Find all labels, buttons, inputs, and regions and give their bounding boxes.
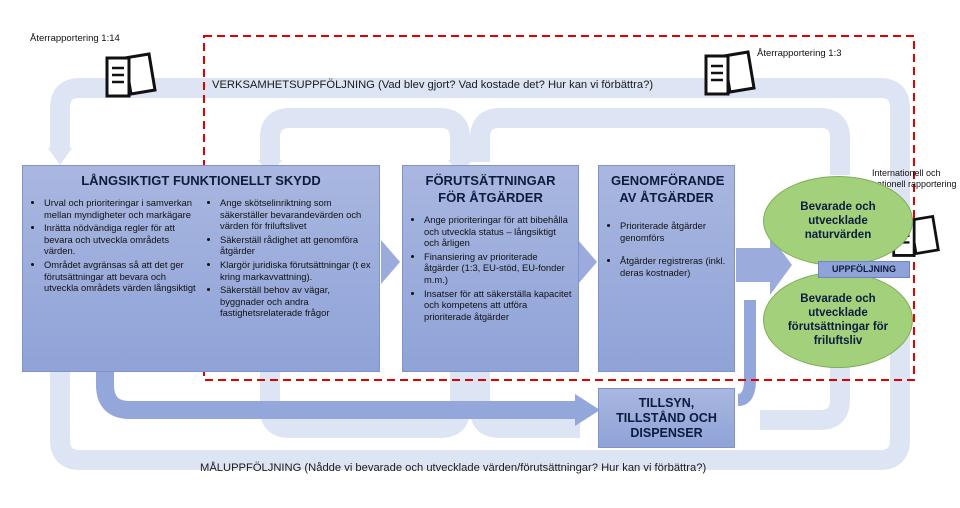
long-term-list-2: Ange skötselinriktning som säkerställer … [205,197,373,321]
loop-top-label: VERKSAMHETSUPPFÖLJNING (Vad blev gjort? … [212,79,654,91]
list-item: Ange prioriteringar för att bibehålla oc… [424,214,572,249]
long-term-list-1: Urval och prioriteringar i samverkan mel… [29,197,197,321]
long-term-protection-title: LÅNGSIKTIGT FUNKTIONELLT SKYDD [81,173,321,188]
list-item: Säkerställ behov av vägar, byggnader och… [220,284,373,319]
list-item: Finansiering av prioriterade åtgärder (1… [424,251,572,286]
arrow-to-outcomes [736,235,792,295]
list-item: Urval och prioriteringar i samverkan mel… [44,197,197,220]
arrow-box1-box2 [381,240,400,284]
conditions-box: FÖRUTSÄTTNINGAR FÖR ÅTGÄRDER Ange priori… [402,165,579,372]
oval-nature-values: Bevarade och utvecklade naturvärden [763,176,913,266]
loop-top-outer [50,78,910,240]
list-item: Ange skötselinriktning som säkerställer … [220,197,373,232]
arrow-box2-box3 [578,240,597,284]
flow-to-supervision [96,372,578,419]
list-item: Säkerställ rådighet att genomföra åtgärd… [220,234,373,257]
national-reporting-label: Internationell och nationell rapporterin… [872,168,957,189]
flow-to-supervision-head [575,394,600,426]
list-item: Prioriterade åtgärder genomförs [620,220,728,243]
loop-arrowhead-1 [48,148,72,165]
loop-bottom-outer [50,330,910,470]
list-item: Åtgärder registreras (inkl. deras kostna… [620,255,728,278]
loop-bottom-inner-far [760,340,850,430]
followup-badge: UPPFÖLJNING [818,261,910,278]
feedback-label-left: Återrapportering 1:14 [30,33,120,44]
implementation-list: Prioriterade åtgärder genomförs Åtgärder… [605,220,728,278]
document-icon [704,50,756,96]
flow-supervision-up [737,300,756,406]
feedback-label-right: Återrapportering 1:3 [757,48,842,59]
supervision-box: TILLSYN, TILLSTÅND OCH DISPENSER [598,388,735,448]
document-icon [105,52,157,98]
list-item: Området avgränsas så att det ger förutsä… [44,259,197,294]
list-item: Klargör juridiska förutsättningar (t ex … [220,259,373,282]
list-item: Inrätta nödvändiga regler för att bevara… [44,222,197,257]
oval-outdoor-conditions: Bevarade och utvecklade förutsättningar … [763,272,913,368]
implementation-box: GENOMFÖRANDE AV ÅTGÄRDER Prioriterade åt… [598,165,735,372]
loop-bottom-label: MÅLUPPFÖLJNING (Nådde vi bevarade och ut… [200,462,707,474]
list-item: Insatser för att säkerställa kapacitet o… [424,288,572,323]
conditions-title: FÖRUTSÄTTNINGAR FÖR ÅTGÄRDER [425,173,556,205]
long-term-protection-box: LÅNGSIKTIGT FUNKTIONELLT SKYDD Urval och… [22,165,380,372]
supervision-title: TILLSYN, TILLSTÅND OCH DISPENSER [616,395,717,440]
implementation-title: GENOMFÖRANDE AV ÅTGÄRDER [611,173,725,205]
loop-top-inner-right [470,108,850,175]
loop-top-inner-left [260,108,470,162]
verksamhet-frame [203,35,915,381]
conditions-list: Ange prioriteringar för att bibehålla oc… [409,214,572,322]
